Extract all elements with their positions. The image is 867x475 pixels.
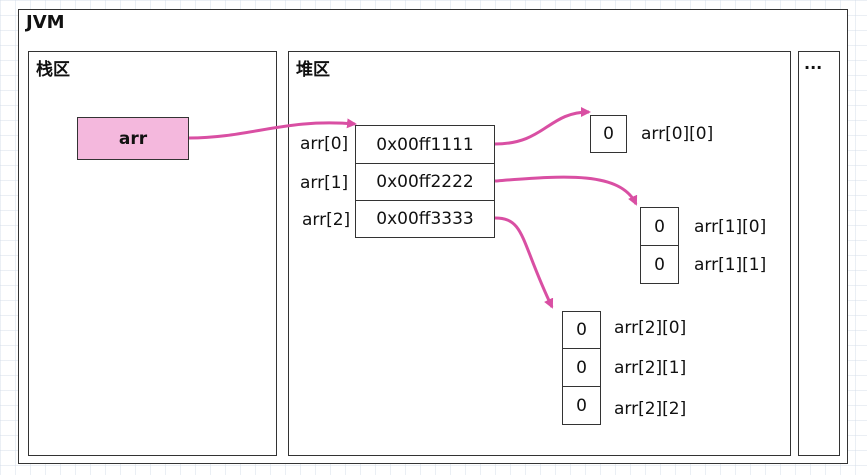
sub-array-2-cell-0: 0: [562, 311, 601, 349]
other-region: [798, 51, 840, 456]
sub-array-2-label-2: arr[2][2]: [614, 399, 687, 419]
main-array-address-0: 0x00ff1111: [376, 134, 474, 155]
sub-array-2-label-1: arr[2][1]: [614, 358, 687, 378]
sub-array-1-cell-0: 0: [640, 207, 679, 246]
sub-array-2-label-0: arr[2][0]: [614, 318, 687, 338]
sub-array-2-value-2: 0: [576, 395, 587, 416]
sub-array-0-cell-0: 0: [590, 115, 627, 153]
heap-title: 堆区: [296, 60, 330, 80]
jvm-title: JVM: [26, 12, 65, 33]
other-region-label: ...: [804, 54, 823, 73]
stack-region: [28, 51, 277, 456]
sub-array-0-label-0: arr[0][0]: [641, 124, 714, 144]
sub-array-1-label-1: arr[1][1]: [694, 255, 767, 275]
stack-title: 栈区: [36, 60, 70, 80]
sub-array-2-value-1: 0: [576, 357, 587, 378]
main-array-address-2: 0x00ff3333: [376, 209, 474, 229]
arr-variable: arr: [77, 117, 189, 160]
sub-array-1-cell-1: 0: [640, 246, 679, 284]
sub-array-2-cell-2: 0: [562, 387, 601, 425]
arr-variable-label: arr: [118, 128, 148, 149]
sub-array-0-value-0: 0: [603, 124, 614, 144]
heap-region: [288, 51, 791, 456]
main-array-cell-2: 0x00ff3333: [355, 201, 495, 238]
main-array-cell-0: 0x00ff1111: [355, 125, 495, 164]
main-array-index-2: arr[2]: [302, 210, 351, 230]
sub-array-1-value-0: 0: [654, 216, 665, 237]
sub-array-1-label-0: arr[1][0]: [694, 217, 767, 237]
main-array-address-1: 0x00ff2222: [376, 172, 474, 192]
sub-array-2-value-0: 0: [576, 320, 587, 340]
sub-array-1-value-1: 0: [654, 254, 665, 275]
main-array-index-0: arr[0]: [300, 134, 349, 154]
main-array-cell-1: 0x00ff2222: [355, 164, 495, 201]
main-array-index-1: arr[1]: [300, 173, 349, 193]
sub-array-2-cell-1: 0: [562, 349, 601, 387]
